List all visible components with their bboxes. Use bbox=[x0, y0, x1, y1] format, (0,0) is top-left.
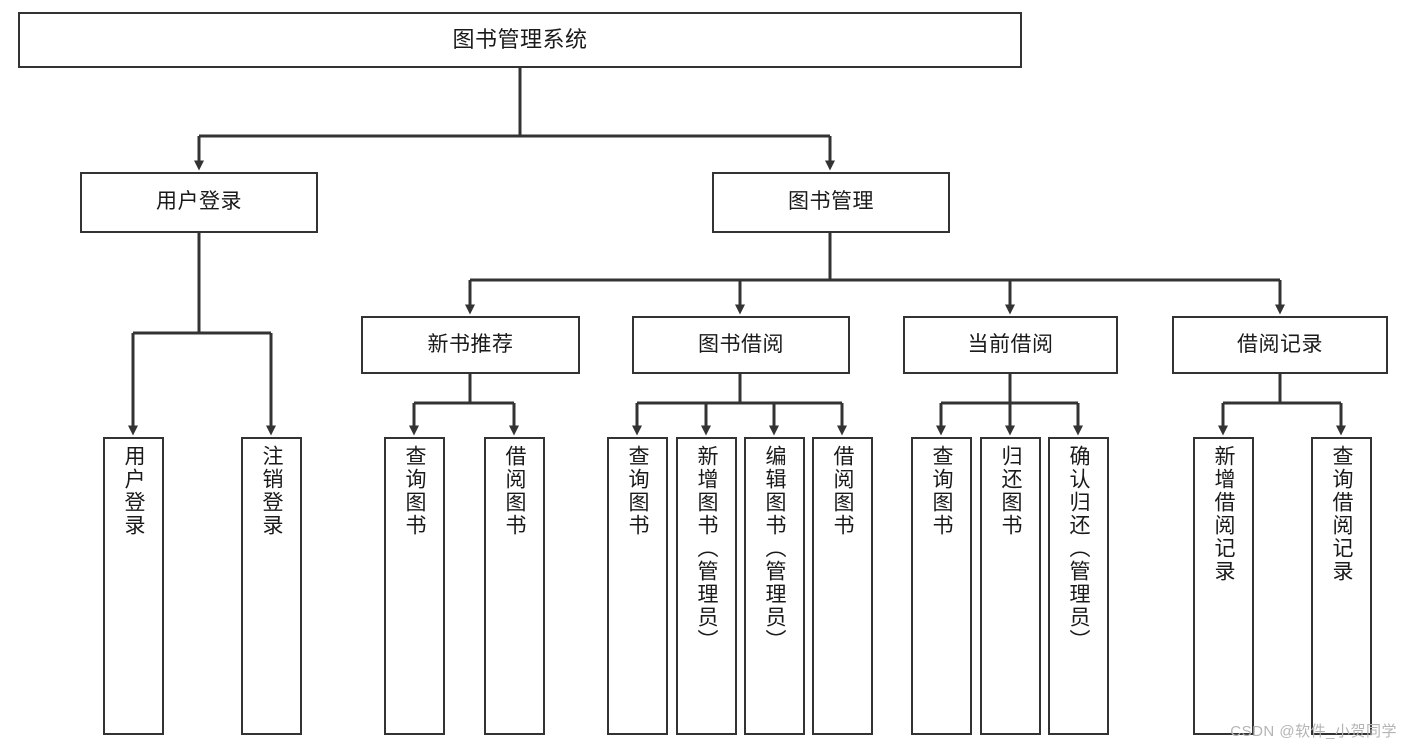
node-label: 借阅图书 bbox=[503, 445, 526, 537]
node-book-borrow[interactable]: 图书借阅 bbox=[632, 316, 850, 374]
node-label: 查询图书 bbox=[403, 445, 426, 537]
node-leaf-confirm-return-admin[interactable]: 确认归还（管理员） bbox=[1048, 437, 1109, 735]
node-user-login[interactable]: 用户登录 bbox=[80, 172, 318, 233]
node-leaf-query-book-borrow[interactable]: 查询图书 bbox=[607, 437, 668, 735]
node-label: 图书管理系统 bbox=[452, 27, 588, 53]
node-label: 查询图书 bbox=[626, 445, 649, 537]
node-label: 新增图书（管理员） bbox=[695, 445, 718, 652]
node-label: 查询借阅记录 bbox=[1330, 445, 1353, 583]
node-label: 新书推荐 bbox=[427, 332, 514, 356]
node-leaf-borrow-book[interactable]: 借阅图书 bbox=[812, 437, 873, 735]
node-label: 归还图书 bbox=[999, 445, 1022, 537]
node-leaf-add-borrow-record[interactable]: 新增借阅记录 bbox=[1193, 437, 1254, 735]
node-label: 图书管理 bbox=[788, 190, 874, 214]
node-label: 借阅记录 bbox=[1237, 332, 1323, 356]
node-book-management[interactable]: 图书管理 bbox=[712, 172, 950, 233]
node-new-book-recommend[interactable]: 新书推荐 bbox=[361, 316, 580, 374]
node-root-book-management-system[interactable]: 图书管理系统 bbox=[18, 12, 1022, 68]
node-label: 查询图书 bbox=[930, 445, 953, 537]
node-label: 编辑图书（管理员） bbox=[763, 445, 786, 652]
node-leaf-user-login[interactable]: 用户登录 bbox=[103, 437, 164, 735]
node-label: 新增借阅记录 bbox=[1212, 445, 1235, 583]
node-leaf-add-book-admin[interactable]: 新增图书（管理员） bbox=[676, 437, 737, 735]
node-label: 确认归还（管理员） bbox=[1067, 445, 1090, 652]
node-label: 用户登录 bbox=[122, 445, 145, 537]
node-leaf-query-book-recommend[interactable]: 查询图书 bbox=[384, 437, 445, 735]
node-label: 注销登录 bbox=[260, 445, 283, 537]
node-leaf-return-book[interactable]: 归还图书 bbox=[980, 437, 1041, 735]
node-leaf-logout[interactable]: 注销登录 bbox=[241, 437, 302, 735]
node-leaf-query-borrow-record[interactable]: 查询借阅记录 bbox=[1311, 437, 1372, 735]
node-leaf-edit-book-admin[interactable]: 编辑图书（管理员） bbox=[744, 437, 805, 735]
node-current-borrow[interactable]: 当前借阅 bbox=[903, 316, 1118, 374]
node-label: 用户登录 bbox=[156, 190, 242, 214]
node-leaf-query-book-current[interactable]: 查询图书 bbox=[911, 437, 972, 735]
node-label: 借阅图书 bbox=[831, 445, 854, 537]
node-label: 当前借阅 bbox=[967, 332, 1054, 356]
node-borrow-record[interactable]: 借阅记录 bbox=[1172, 316, 1388, 374]
node-label: 图书借阅 bbox=[698, 332, 784, 356]
csdn-watermark: CSDN @软件_小贺同学 bbox=[1230, 723, 1397, 740]
node-leaf-borrow-book-recommend[interactable]: 借阅图书 bbox=[484, 437, 545, 735]
